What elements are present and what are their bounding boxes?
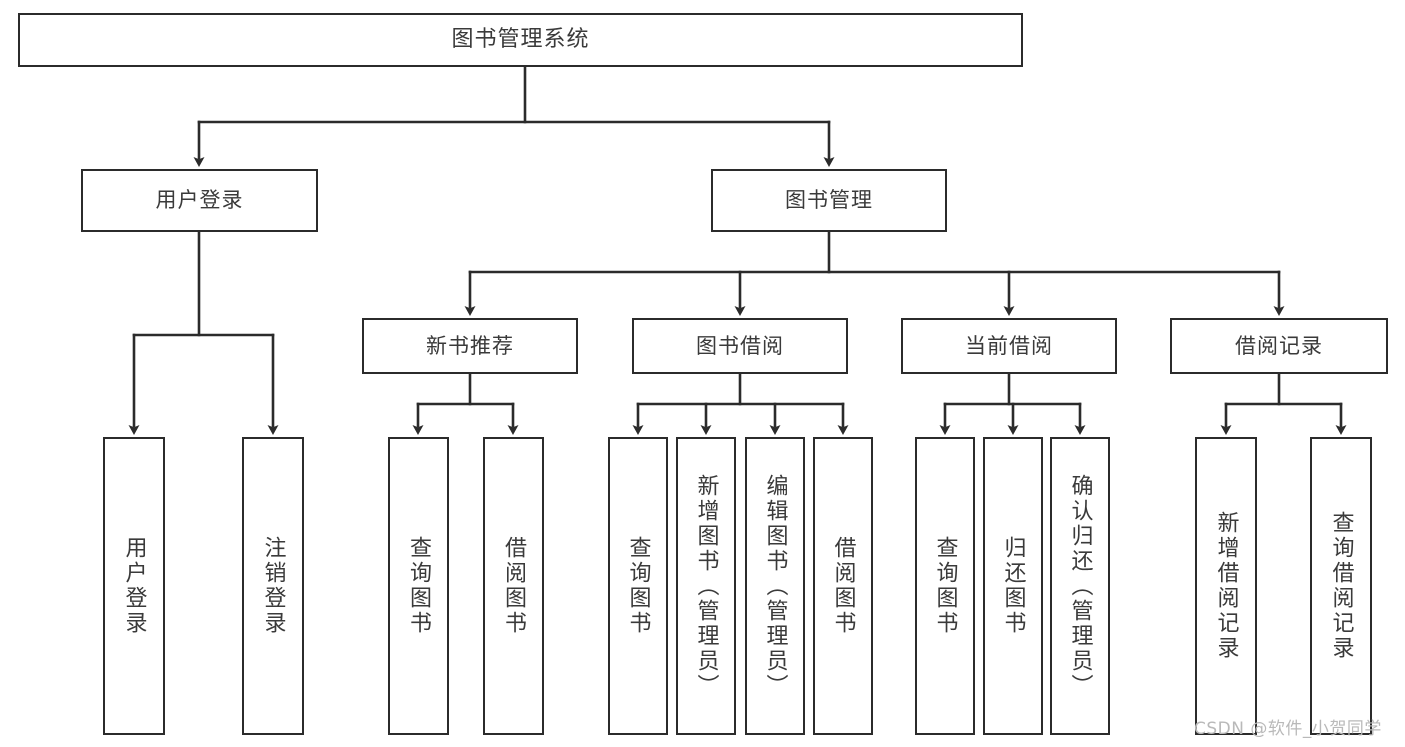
node-root[interactable]: 图书管理系统 — [18, 13, 1023, 67]
node-book-manage-label: 图书管理 — [785, 188, 873, 213]
node-leaf-query-book-1-label: 查询图书 — [406, 536, 432, 636]
node-book-borrow[interactable]: 图书借阅 — [632, 318, 848, 374]
node-leaf-query-record[interactable]: 查询借阅记录 — [1310, 437, 1372, 735]
node-user-login-label: 用户登录 — [155, 188, 244, 213]
node-leaf-query-record-label: 查询借阅记录 — [1328, 511, 1354, 661]
node-leaf-add-book-label: 新增图书（管理员） — [693, 473, 719, 699]
node-leaf-query-book-1[interactable]: 查询图书 — [388, 437, 449, 735]
node-leaf-add-record-label: 新增借阅记录 — [1213, 511, 1239, 661]
node-current-borrow[interactable]: 当前借阅 — [901, 318, 1117, 374]
node-book-borrow-label: 图书借阅 — [696, 333, 784, 358]
node-root-label: 图书管理系统 — [451, 27, 590, 53]
node-leaf-add-book[interactable]: 新增图书（管理员） — [676, 437, 736, 735]
node-leaf-logout[interactable]: 注销登录 — [242, 437, 304, 735]
node-leaf-return-book[interactable]: 归还图书 — [983, 437, 1043, 735]
node-leaf-edit-book[interactable]: 编辑图书（管理员） — [745, 437, 805, 735]
node-leaf-query-book-2-label: 查询图书 — [625, 536, 651, 636]
watermark: CSDN @软件_小贺同学 — [1194, 719, 1382, 739]
node-leaf-add-record[interactable]: 新增借阅记录 — [1195, 437, 1257, 735]
node-leaf-logout-label: 注销登录 — [260, 536, 286, 636]
node-leaf-query-book-2[interactable]: 查询图书 — [608, 437, 668, 735]
node-leaf-query-book-3[interactable]: 查询图书 — [915, 437, 975, 735]
node-leaf-borrow-book-2[interactable]: 借阅图书 — [813, 437, 873, 735]
node-new-book-rec-label: 新书推荐 — [426, 333, 514, 358]
node-current-borrow-label: 当前借阅 — [965, 333, 1053, 358]
node-leaf-return-book-label: 归还图书 — [1000, 536, 1026, 636]
node-leaf-user-login-label: 用户登录 — [121, 536, 147, 636]
node-book-manage[interactable]: 图书管理 — [711, 169, 947, 232]
node-borrow-record[interactable]: 借阅记录 — [1170, 318, 1388, 374]
node-leaf-edit-book-label: 编辑图书（管理员） — [762, 473, 788, 699]
node-leaf-borrow-book-1[interactable]: 借阅图书 — [483, 437, 544, 735]
node-leaf-user-login[interactable]: 用户登录 — [103, 437, 165, 735]
node-leaf-confirm-return[interactable]: 确认归还（管理员） — [1050, 437, 1110, 735]
node-borrow-record-label: 借阅记录 — [1235, 333, 1323, 358]
node-leaf-confirm-return-label: 确认归还（管理员） — [1067, 473, 1093, 699]
node-leaf-borrow-book-1-label: 借阅图书 — [501, 536, 527, 636]
node-user-login[interactable]: 用户登录 — [81, 169, 318, 232]
node-leaf-query-book-3-label: 查询图书 — [932, 536, 958, 636]
node-leaf-borrow-book-2-label: 借阅图书 — [830, 536, 856, 636]
node-new-book-rec[interactable]: 新书推荐 — [362, 318, 578, 374]
